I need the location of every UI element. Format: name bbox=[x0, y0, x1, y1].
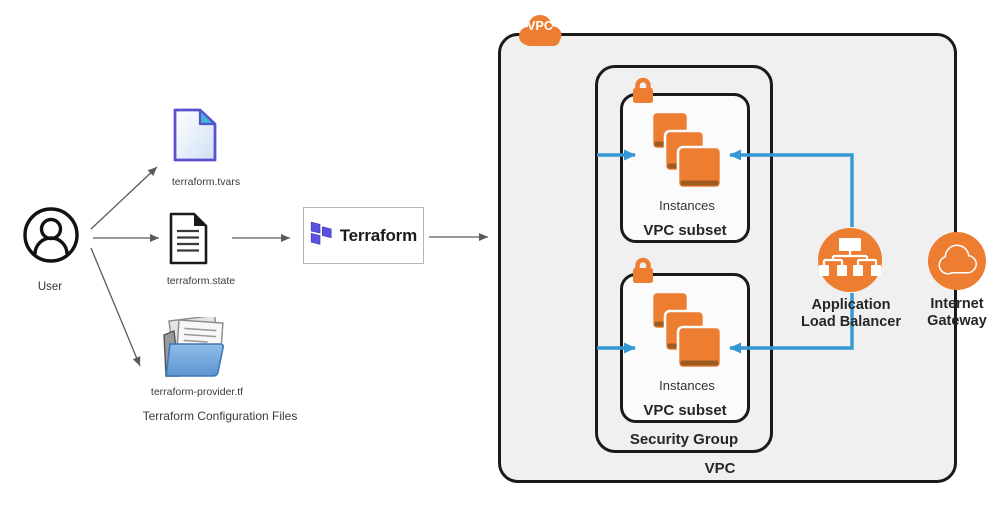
instances-icon-subset-1 bbox=[652, 112, 723, 190]
alb-label-line2: Load Balancer bbox=[801, 314, 901, 330]
config-files-caption: Terraform Configuration Files bbox=[142, 409, 298, 423]
internet-gateway-cloud-icon bbox=[938, 244, 977, 275]
subset-label-2: VPC subset bbox=[643, 402, 727, 419]
security-group-box bbox=[595, 65, 773, 453]
igw-label-line2: Gateway bbox=[927, 313, 987, 329]
igw-circle bbox=[928, 232, 986, 290]
provider-folder-label: terraform-provider.tf bbox=[150, 386, 244, 398]
instances-icon-subset-2 bbox=[652, 292, 723, 370]
arrow-user-to-provider bbox=[90, 247, 141, 367]
vpc-label: VPC bbox=[704, 460, 736, 477]
instances-label-2: Instances bbox=[659, 378, 715, 393]
user-label: User bbox=[37, 281, 63, 293]
load-balancer-icon bbox=[819, 238, 881, 276]
state-file-label: terraform.state bbox=[166, 275, 236, 287]
igw-label-line1: Internet bbox=[930, 296, 984, 312]
alb-label-line1: Application bbox=[811, 297, 891, 313]
lock-icon-subset-1 bbox=[633, 77, 653, 103]
instances-label-1: Instances bbox=[659, 198, 715, 213]
user-icon bbox=[23, 207, 79, 263]
terraform-label: Terraform bbox=[339, 225, 417, 245]
provider-folder-icon bbox=[163, 317, 224, 377]
security-group-label: Security Group bbox=[629, 431, 739, 448]
alb-label: Application Load Balancer bbox=[801, 297, 901, 331]
tvars-file-icon bbox=[173, 108, 217, 162]
state-file-icon bbox=[169, 212, 208, 265]
terraform-node: Terraform bbox=[303, 207, 424, 264]
terraform-logo-icon bbox=[310, 221, 332, 245]
alb-circle bbox=[818, 228, 882, 292]
subset-label-1: VPC subset bbox=[643, 222, 727, 239]
igw-label: Internet Gateway bbox=[927, 296, 987, 330]
vpc-cloud-badge-icon bbox=[519, 15, 562, 46]
arrow-user-to-tvars bbox=[90, 166, 158, 230]
lock-icon-subset-2 bbox=[633, 257, 653, 283]
tvars-file-label: terraform.tvars bbox=[171, 176, 241, 188]
vpc-badge-label: VPC bbox=[527, 19, 553, 33]
